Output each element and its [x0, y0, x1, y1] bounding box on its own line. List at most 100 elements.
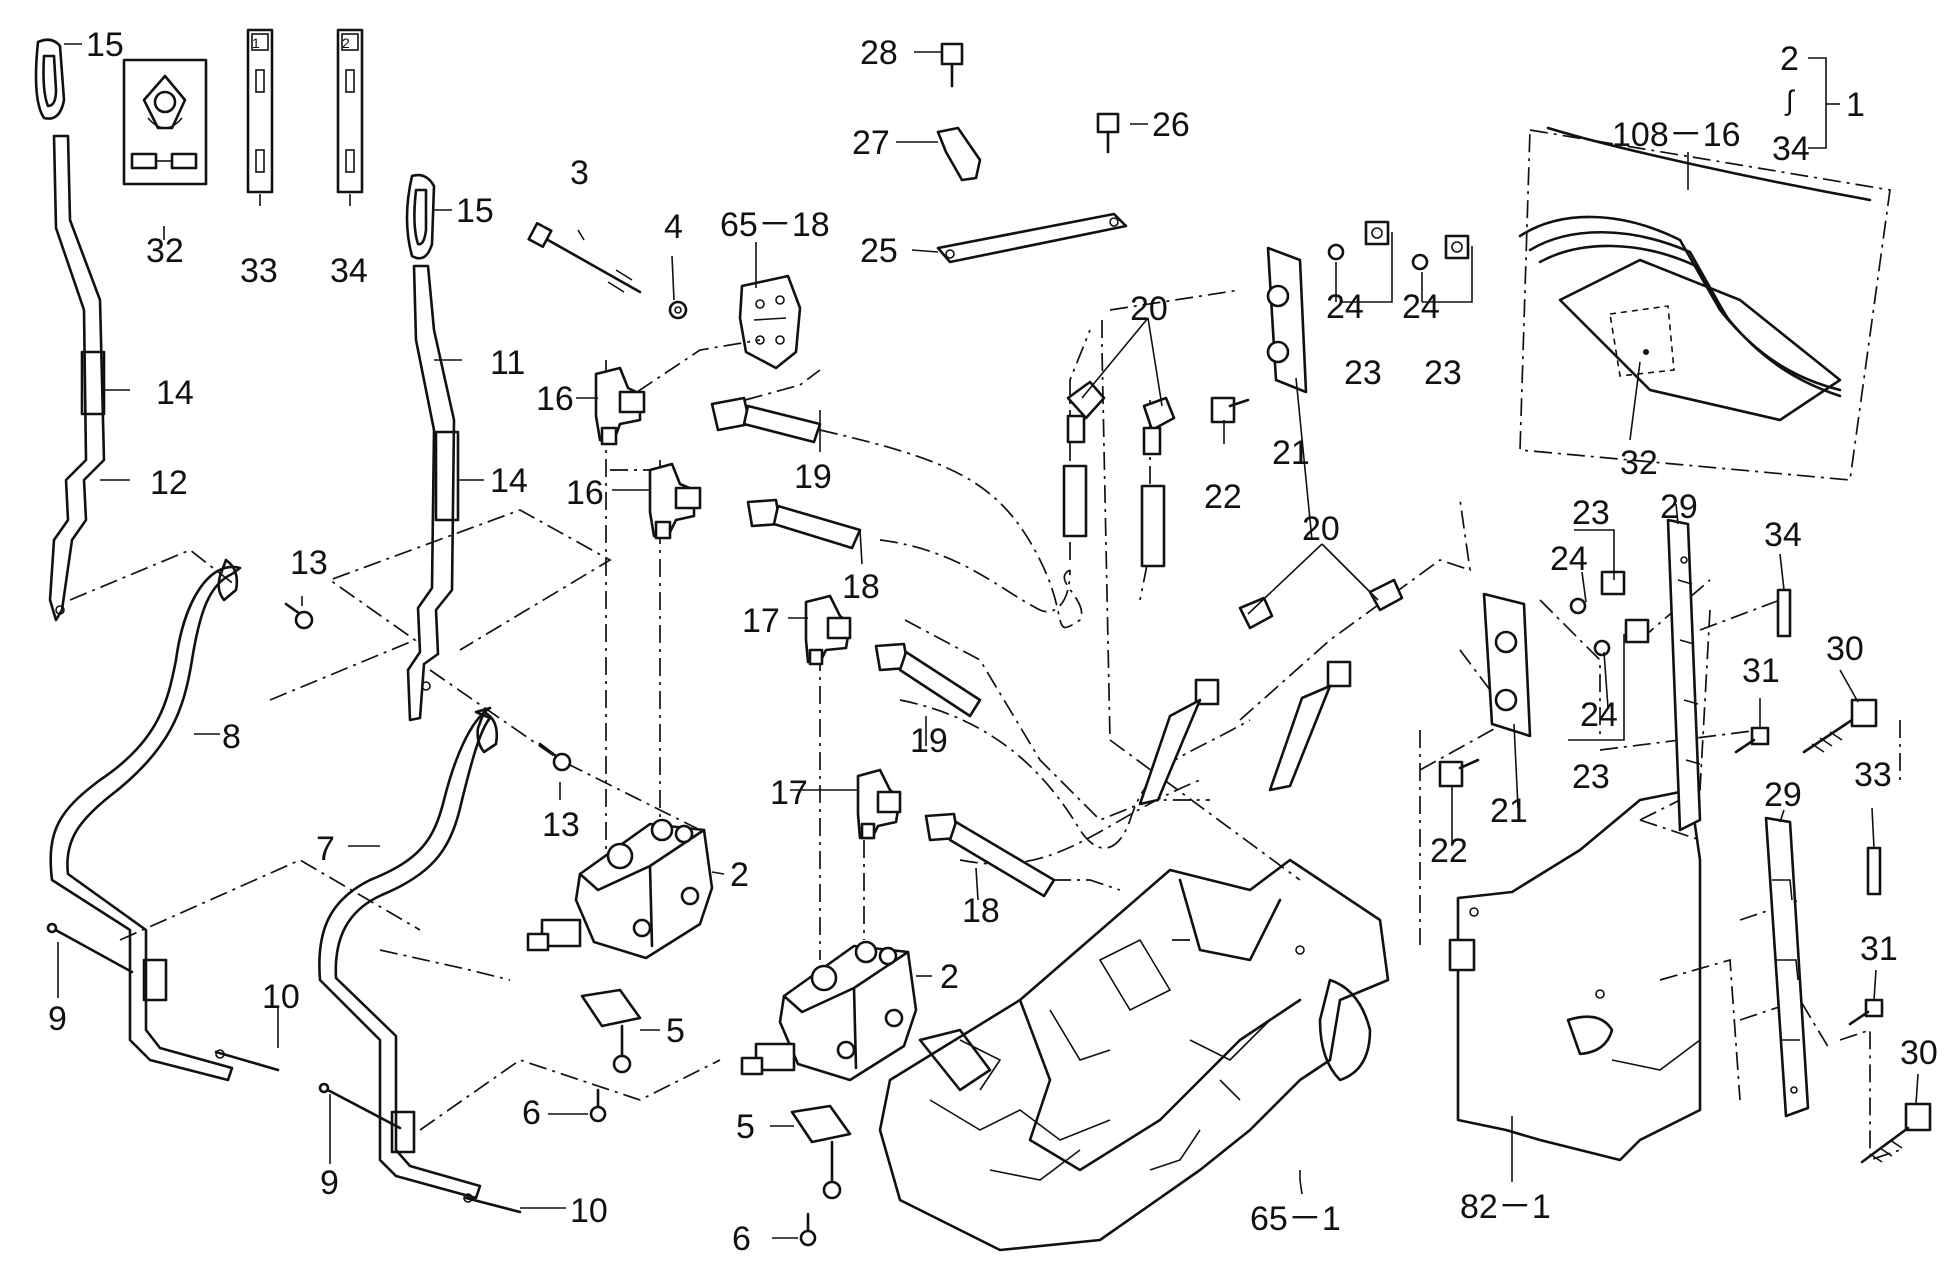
- elbow-20-mid-right: [1268, 578, 1404, 792]
- control-valve-2-bottom: [740, 940, 918, 1082]
- hose-19-top: [710, 396, 822, 444]
- hood-108-16: [1518, 126, 1872, 422]
- hose-18-top: [746, 498, 862, 550]
- label-17: 17: [770, 774, 808, 812]
- elbow-17-top: [804, 594, 852, 666]
- bolt-22-top: [1210, 396, 1250, 424]
- bolt-22-mid: [1438, 758, 1480, 788]
- leader-lines: [57, 43, 1919, 1239]
- elbow-17-bottom: [856, 768, 902, 840]
- label-10: 10: [570, 1192, 608, 1230]
- hose-18-bottom: [924, 812, 1056, 898]
- elbow-16-bottom: [648, 462, 702, 540]
- label-25: 25: [860, 232, 898, 270]
- bracket-5-top: [580, 988, 642, 1074]
- label-17: 17: [742, 602, 780, 640]
- label-20: 20: [1130, 290, 1168, 328]
- label-12: 12: [150, 464, 188, 502]
- bolt-26: [1096, 112, 1120, 154]
- label-9: 9: [48, 1000, 67, 1038]
- label-65-1: 65－1: [1250, 1200, 1341, 1238]
- part-number-labels: 15 15 32 33 34 14 12 11 14 13 8 7 13 3 4…: [48, 26, 1938, 1258]
- label-23: 23: [1572, 494, 1610, 532]
- oring-24-mid-top: [1569, 597, 1587, 615]
- label-22: 22: [1430, 832, 1468, 870]
- label-13: 13: [290, 544, 328, 582]
- clip-10-left: [214, 1049, 280, 1072]
- label-27: 27: [852, 124, 890, 162]
- clamp-27: [936, 126, 982, 182]
- bracket-25: [936, 212, 1128, 264]
- label-16: 16: [566, 474, 604, 512]
- plug-23-mid-bottom: [1624, 618, 1650, 644]
- label-30: 30: [1900, 1034, 1938, 1072]
- label-15: 15: [456, 192, 494, 230]
- label-5: 5: [666, 1012, 685, 1050]
- bolt-3: [527, 221, 642, 294]
- bolt-30-bottom: [1860, 1102, 1932, 1164]
- decal-34-left: 2: [336, 28, 364, 194]
- bolt-13-top: [284, 602, 314, 630]
- decal-number: 2: [342, 35, 350, 51]
- label-16: 16: [536, 380, 574, 418]
- bolt-13-bottom: [538, 742, 572, 772]
- knob-15-left: [34, 38, 66, 120]
- plug-23-top-right: [1444, 234, 1470, 260]
- washer-4: [668, 300, 688, 320]
- label-18: 18: [842, 568, 880, 606]
- range-tilde: ∫: [1784, 85, 1796, 116]
- label-21: 21: [1272, 434, 1310, 472]
- decal-32-left: [122, 58, 208, 186]
- elbow-16-top: [594, 366, 646, 446]
- label-26: 26: [1152, 106, 1190, 144]
- label-33: 33: [1854, 756, 1892, 794]
- label-11: 11: [490, 344, 525, 382]
- label-34: 34: [330, 252, 368, 290]
- label-34: 34: [1772, 130, 1810, 168]
- panel-82-1: [1448, 788, 1702, 1162]
- oring-24-mid-bottom: [1593, 639, 1611, 657]
- bolt-31-bottom: [1848, 998, 1884, 1026]
- knob-15-right: [405, 173, 436, 260]
- transmission-housing-65-1: [878, 858, 1390, 1252]
- label-108-16: 108－16: [1612, 116, 1741, 154]
- elbow-20-mid-left: [1138, 596, 1274, 806]
- bolt-6-bottom: [799, 1212, 817, 1247]
- label-6: 6: [522, 1094, 541, 1132]
- label-19: 19: [910, 722, 948, 760]
- clip-10-right: [463, 1193, 522, 1214]
- label-14: 14: [156, 374, 194, 412]
- range-bracket: [1808, 57, 1840, 149]
- label-4: 4: [664, 208, 683, 246]
- label-30: 30: [1826, 630, 1864, 668]
- lever-11: [406, 264, 460, 722]
- label-24: 24: [1402, 288, 1440, 326]
- decal-33-right: [1866, 846, 1882, 896]
- label-18: 18: [962, 892, 1000, 930]
- label-15: 15: [86, 26, 124, 64]
- label-3: 3: [570, 154, 589, 192]
- label-14: 14: [490, 462, 528, 500]
- label-24: 24: [1326, 288, 1364, 326]
- label-20: 20: [1302, 510, 1340, 548]
- label-7: 7: [316, 830, 335, 868]
- label-29: 29: [1660, 488, 1698, 526]
- bolt-6-top: [589, 1088, 607, 1123]
- decal-34-right: [1776, 588, 1792, 638]
- label-29: 29: [1764, 776, 1802, 814]
- label-9: 9: [320, 1164, 339, 1202]
- oring-24-top-left: [1327, 243, 1345, 261]
- control-valve-2-top: [526, 818, 714, 960]
- decal-number: 1: [252, 35, 260, 51]
- label-5: 5: [736, 1108, 755, 1146]
- label-2: 2: [730, 856, 749, 894]
- bracket-29-bottom: [1764, 816, 1810, 1118]
- label-21: 21: [1490, 792, 1528, 830]
- label-24: 24: [1550, 540, 1588, 578]
- plug-23-mid-top: [1600, 570, 1626, 596]
- label-32: 32: [1620, 444, 1658, 482]
- label-22: 22: [1204, 478, 1242, 516]
- lever-12: [48, 134, 106, 622]
- bracket-29-top: [1666, 518, 1702, 832]
- label-2: 2: [1780, 40, 1799, 78]
